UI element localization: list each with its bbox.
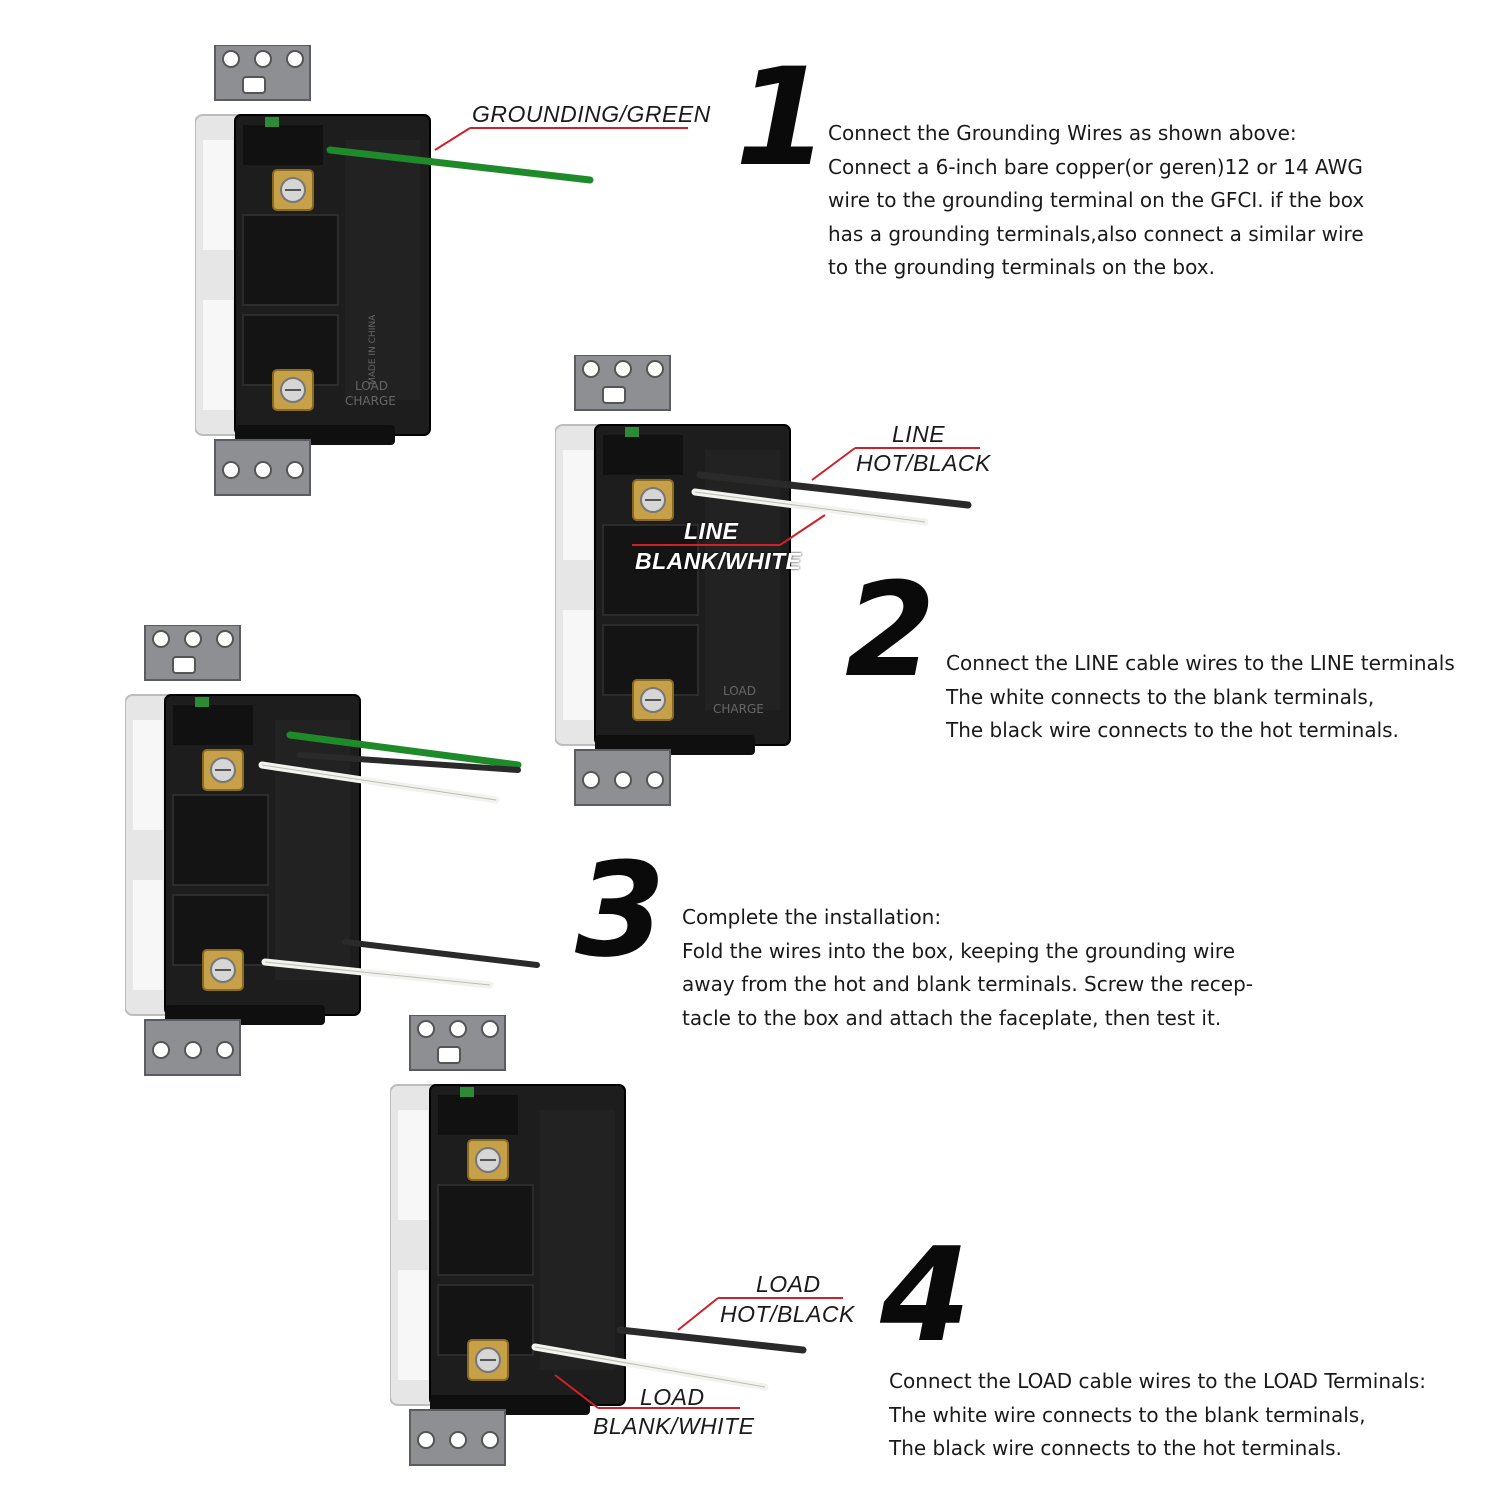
step-2-line: The black wire connects to the hot termi… <box>946 718 1399 742</box>
step-2-line: The white connects to the blank terminal… <box>946 684 1375 709</box>
step-1-line: Connect the Grounding Wires as shown abo… <box>828 121 1297 145</box>
callout-line-hot-title: LINE <box>892 421 946 447</box>
step-1-text: Connect the Grounding Wires as shown abo… <box>828 117 1364 285</box>
device-marking-charge: CHARGE <box>345 394 396 408</box>
step-3-line: tacle to the box and attach the faceplat… <box>682 1005 1222 1030</box>
device-marking-charge: CHARGE <box>713 702 764 716</box>
gfci-device-step-3 <box>125 625 361 1076</box>
callout-line-line-hot <box>811 447 856 481</box>
step-3-line: Fold the wires into the box, keeping the… <box>682 938 1235 963</box>
callout-line-blank-title: LINE <box>684 518 739 544</box>
step-2-text: Connect the LINE cable wires to the LINE… <box>946 647 1500 748</box>
step-4-line: The white wire connects to the blank ter… <box>889 1402 1366 1427</box>
step-1-line: to the grounding terminals on the box. <box>828 255 1215 279</box>
callout-line-hot-sub: HOT/BLACK <box>856 450 991 476</box>
step-3-text: Complete the installation: Fold the wire… <box>682 901 1253 1035</box>
step-2-line: Connect the LINE cable wires to the LINE… <box>946 651 1455 675</box>
hot-wire-step-4 <box>616 1326 807 1354</box>
step-1-line: Connect a 6-inch bare copper(or geren)12… <box>828 154 1363 179</box>
device-marking-load: LOAD <box>355 379 388 393</box>
step-4-text: Connect the LOAD cable wires to the LOAD… <box>889 1365 1426 1466</box>
step-1-line: has a grounding terminals,also connect a… <box>828 221 1364 246</box>
callout-load-hot-title: LOAD <box>756 1271 821 1297</box>
device-marking-made-in: MADE IN CHINA <box>368 314 378 385</box>
gfci-device-step-1: MADE IN CHINA LOAD CHARGE <box>195 45 431 496</box>
gfci-device-step-4 <box>390 1015 626 1466</box>
step-3-line: Complete the installation: <box>682 905 942 929</box>
gfci-device-step-2: LOAD CHARGE <box>555 355 791 806</box>
step-4-line: Connect the LOAD cable wires to the LOAD… <box>889 1369 1426 1393</box>
step-1-line: wire to the grounding terminal on the GF… <box>828 188 1365 212</box>
step-3-line: away from the hot and blank terminals. S… <box>682 972 1254 996</box>
device-marking-load: LOAD <box>723 684 756 698</box>
callout-load-hot-sub: HOT/BLACK <box>720 1301 855 1327</box>
step-4-number: 4 <box>880 1219 971 1371</box>
callout-load-blank-sub: BLANK/WHITE <box>593 1413 755 1439</box>
step-4-line: The black wire connects to the hot termi… <box>889 1436 1342 1460</box>
step-2-number: 2 <box>845 554 936 706</box>
step-3-number: 3 <box>575 834 666 986</box>
callout-line-load-hot <box>677 1297 719 1331</box>
step-1-number: 1 <box>735 39 829 196</box>
callout-line-blank-sub: BLANK/WHITE <box>635 548 802 574</box>
callout-grounding-green: GROUNDING/GREEN <box>472 101 711 127</box>
callout-load-blank-title: LOAD <box>640 1384 705 1410</box>
